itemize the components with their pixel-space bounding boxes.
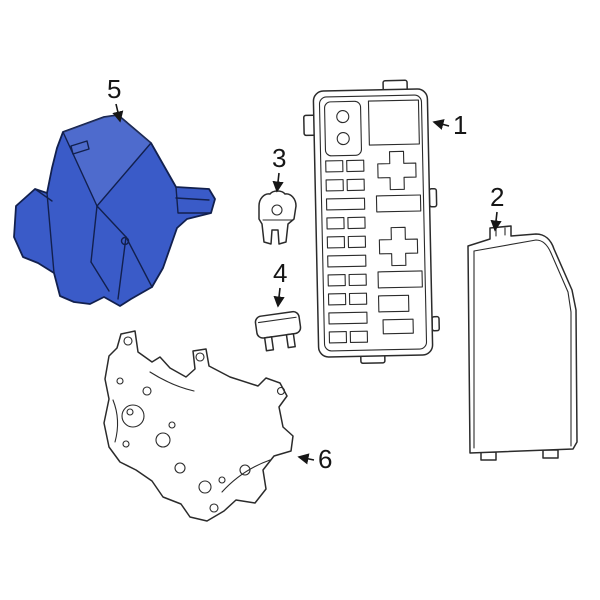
callout-5-arrow bbox=[112, 103, 124, 123]
part-6-hole bbox=[155, 432, 171, 448]
callout-4-arrow bbox=[273, 287, 285, 308]
callout-2-arrow bbox=[490, 211, 502, 232]
part-2-cover-panel-drawing bbox=[467, 225, 578, 461]
part-4-leg-right bbox=[285, 333, 296, 349]
part-1-fuse-box-drawing bbox=[303, 79, 440, 364]
part-5-cover-highlighted-drawing bbox=[13, 114, 216, 307]
part-6-bolt-hole bbox=[123, 336, 133, 346]
part-6-bolt-hole bbox=[209, 503, 219, 513]
part-6-bracket-drawing bbox=[103, 330, 294, 522]
part-6-bolt-hole bbox=[195, 352, 205, 362]
part-4-relay-drawing bbox=[254, 310, 302, 352]
part-1-module-box bbox=[367, 99, 420, 146]
part-5-top-face bbox=[63, 115, 151, 206]
callout-2: 2 bbox=[490, 182, 504, 212]
callout-3: 3 bbox=[272, 143, 286, 173]
part-1-relay-module bbox=[324, 100, 363, 157]
part-1-terminal-column bbox=[375, 150, 423, 335]
callout-1-arrow bbox=[432, 119, 450, 130]
part-6-bolt-hole bbox=[276, 386, 286, 396]
part-6-large-hole bbox=[121, 404, 145, 428]
part-1-outline bbox=[312, 88, 434, 358]
part-1-fuse-slots bbox=[325, 159, 369, 344]
part-1-right-tab-lower bbox=[431, 315, 440, 332]
callout-3-arrow bbox=[272, 172, 284, 193]
callout-1: 1 bbox=[453, 110, 467, 140]
callout-4: 4 bbox=[273, 258, 287, 288]
part-6-outline bbox=[103, 330, 294, 522]
callout-6: 6 bbox=[318, 444, 332, 474]
part-5-detail-hole bbox=[120, 236, 130, 246]
part-3-clip-drawing bbox=[258, 190, 297, 245]
part-3-outline bbox=[258, 190, 297, 245]
part-3-hole bbox=[271, 204, 283, 216]
callouts: 1 2 3 4 5 6 bbox=[107, 74, 504, 474]
part-2-foot-right bbox=[542, 449, 559, 459]
callout-5: 5 bbox=[107, 74, 121, 104]
part-2-outline bbox=[467, 225, 578, 454]
part-4-outline bbox=[254, 310, 302, 339]
part-4-leg-left bbox=[263, 336, 275, 352]
callout-6-arrow bbox=[297, 453, 315, 465]
part-5-body bbox=[13, 114, 216, 307]
part-1-right-tab-upper bbox=[428, 187, 438, 208]
